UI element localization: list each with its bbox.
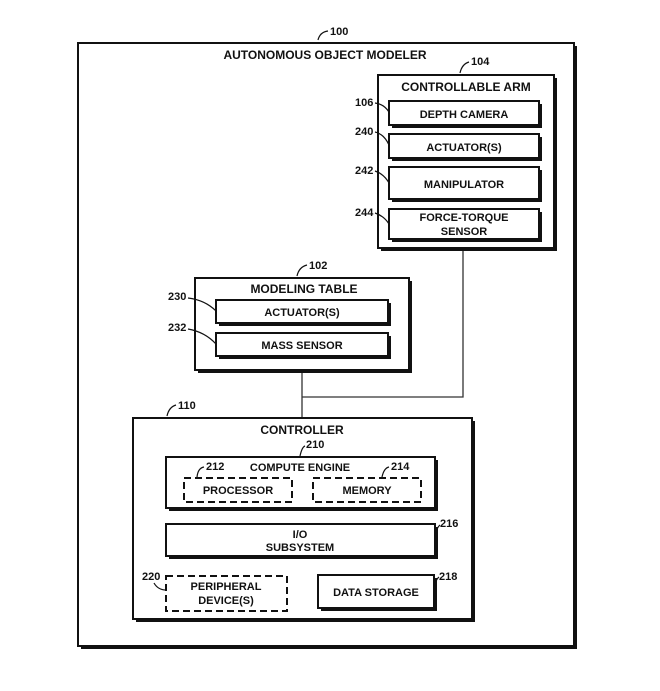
memory-box <box>312 477 422 503</box>
leader-232 <box>187 328 217 345</box>
leader-110 <box>166 404 177 417</box>
table-title: MODELING TABLE <box>250 282 357 296</box>
system-title: AUTONOMOUS OBJECT MODELER <box>223 48 426 62</box>
leader-242 <box>374 170 390 184</box>
peripheral-label-line1: PERIPHERAL <box>191 581 262 593</box>
ref-102: 102 <box>309 260 327 272</box>
controller-title: CONTROLLER <box>260 423 344 437</box>
leader-212 <box>196 466 205 478</box>
ref-232: 232 <box>168 322 186 334</box>
ref-212: 212 <box>206 461 224 473</box>
force-torque-sensor-box <box>388 208 542 242</box>
ref-220: 220 <box>142 571 160 583</box>
manipulator-box <box>388 166 542 202</box>
ref-242: 242 <box>355 165 373 177</box>
leader-220 <box>153 582 167 591</box>
peripheral-devices-box <box>165 575 288 612</box>
ref-210: 210 <box>306 439 324 451</box>
memory-label: MEMORY <box>342 485 392 497</box>
leader-218 <box>433 576 440 589</box>
leader-106 <box>374 102 390 113</box>
force-torque-label-line2: SENSOR <box>441 226 488 238</box>
ref-110: 110 <box>178 400 196 412</box>
ref-244: 244 <box>355 207 374 219</box>
ref-240: 240 <box>355 126 373 138</box>
depth-camera-box <box>388 100 542 128</box>
manipulator-label: MANIPULATOR <box>424 179 504 191</box>
io-label-line2: SUBSYSTEM <box>266 542 334 554</box>
leader-214 <box>381 466 390 478</box>
data-storage-box <box>317 574 437 611</box>
io-subsystem-box <box>165 523 438 559</box>
wire-arm-to-controller <box>302 251 464 398</box>
processor-box <box>183 477 293 503</box>
ref-230: 230 <box>168 291 186 303</box>
io-label-line1: I/O <box>293 529 308 541</box>
ref-104: 104 <box>471 56 490 68</box>
leader-102 <box>296 264 308 277</box>
leader-240 <box>374 131 390 146</box>
ref-216: 216 <box>440 518 458 530</box>
mass-sensor-label: MASS SENSOR <box>261 340 342 352</box>
ref-218: 218 <box>439 571 457 583</box>
leader-210 <box>299 445 306 457</box>
arm-actuator-label: ACTUATOR(S) <box>426 142 502 154</box>
ref-106: 106 <box>355 97 373 109</box>
table-actuator-label: ACTUATOR(S) <box>264 307 340 319</box>
compute-engine-title: COMPUTE ENGINE <box>250 462 350 474</box>
data-storage-label: DATA STORAGE <box>333 587 419 599</box>
peripheral-label-line2: DEVICE(S) <box>198 595 254 607</box>
ref-214: 214 <box>391 461 410 473</box>
mass-sensor-box <box>215 332 391 359</box>
leader-216 <box>434 524 441 537</box>
leader-230 <box>187 297 217 312</box>
leader-100 <box>317 30 329 41</box>
ref-100: 100 <box>330 26 348 38</box>
leader-104 <box>459 61 470 74</box>
force-torque-label-line1: FORCE-TORQUE <box>419 212 508 224</box>
depth-camera-label: DEPTH CAMERA <box>420 109 509 121</box>
leader-244 <box>374 212 390 225</box>
arm-actuator-box <box>388 133 542 161</box>
processor-label: PROCESSOR <box>203 485 273 497</box>
table-actuator-box <box>215 299 391 326</box>
arm-title: CONTROLLABLE ARM <box>401 80 531 94</box>
